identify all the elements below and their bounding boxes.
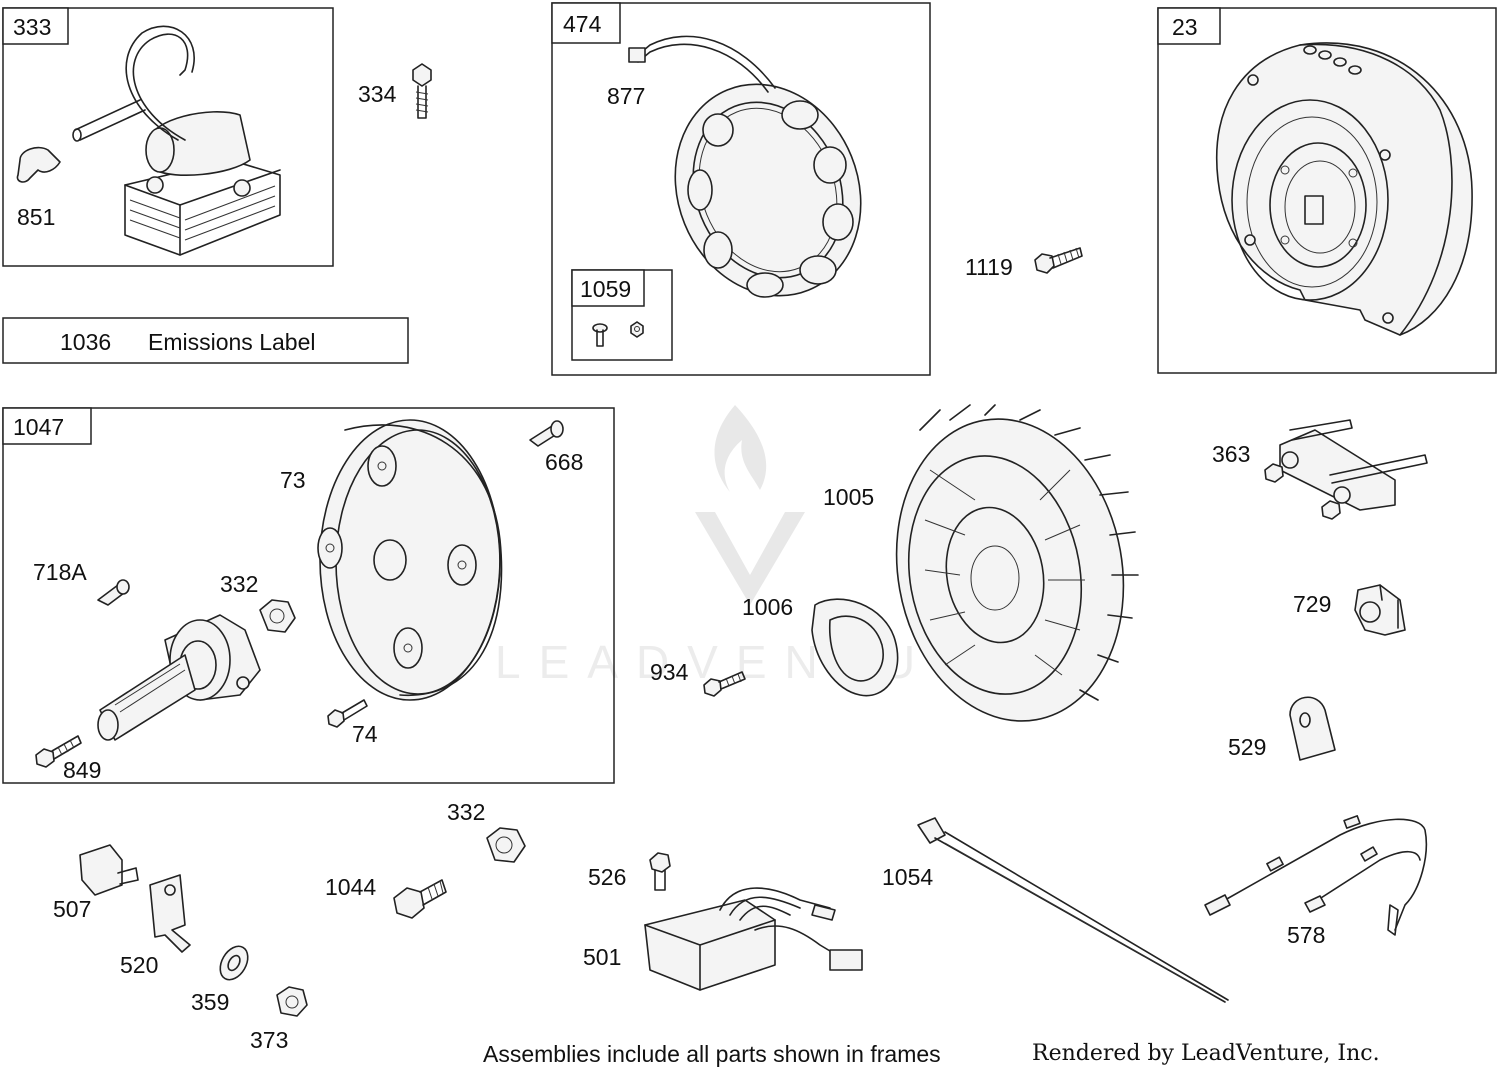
frame-1059-label: 1059 xyxy=(580,276,631,302)
screw-334-icon[interactable] xyxy=(412,63,432,119)
callout-332b: 332 xyxy=(447,799,485,825)
screw-934-icon[interactable] xyxy=(703,671,746,697)
frame-23-label: 23 xyxy=(1172,14,1198,40)
frame-1047-label: 1047 xyxy=(13,414,64,440)
callout-729: 729 xyxy=(1293,591,1331,617)
callout-359: 359 xyxy=(191,989,229,1015)
bracket-bolts-363-icon[interactable] xyxy=(1264,419,1428,520)
frame-1047: 1047 73 668 718A 332 xyxy=(2,407,615,784)
callout-507: 507 xyxy=(53,896,91,922)
callout-526: 526 xyxy=(588,864,626,890)
grommet-529-icon[interactable] xyxy=(1289,696,1336,761)
emissions-label-number: 1036 xyxy=(60,329,111,355)
footer-credit: Rendered by LeadVenture, Inc. xyxy=(1032,1041,1380,1066)
callout-1044: 1044 xyxy=(325,874,376,900)
shaft-assembly-icon[interactable] xyxy=(97,614,261,741)
nut-373-icon[interactable] xyxy=(276,986,308,1017)
callout-520: 520 xyxy=(120,952,158,978)
regulator-501-icon[interactable] xyxy=(644,887,863,991)
callout-668: 668 xyxy=(545,449,583,475)
frame-333-label: 333 xyxy=(13,14,51,40)
screw-74-icon[interactable] xyxy=(327,699,368,728)
stator-icon[interactable] xyxy=(628,35,892,323)
screw-1119-icon[interactable] xyxy=(1034,247,1083,274)
callout-373: 373 xyxy=(250,1027,288,1053)
pin-668-icon[interactable] xyxy=(529,420,564,447)
frame-474-label: 474 xyxy=(563,11,602,37)
terminal-507-icon[interactable] xyxy=(79,844,139,896)
callout-934: 934 xyxy=(650,659,689,685)
callout-718a: 718A xyxy=(33,559,87,585)
callout-1006: 1006 xyxy=(742,594,793,620)
callout-1005: 1005 xyxy=(823,484,874,510)
pin-718a-icon[interactable] xyxy=(97,579,130,606)
bracket-520-icon[interactable] xyxy=(149,874,191,953)
ignition-coil-icon[interactable] xyxy=(72,25,281,256)
cover-plate-73-icon[interactable] xyxy=(317,419,503,701)
screw-526-icon[interactable] xyxy=(649,852,671,891)
callout-578: 578 xyxy=(1287,922,1325,948)
footer-note: Assemblies include all parts shown in fr… xyxy=(483,1041,941,1067)
callout-529: 529 xyxy=(1228,734,1266,760)
callout-501: 501 xyxy=(583,944,621,970)
nut-332b-icon[interactable] xyxy=(486,827,526,863)
callout-332a: 332 xyxy=(220,571,258,597)
emissions-label-text: Emissions Label xyxy=(148,329,315,355)
clip-ring-1006-icon[interactable] xyxy=(811,598,899,697)
screw-and-nut-1059-icon[interactable] xyxy=(592,321,644,347)
frame-333: 333 851 xyxy=(2,7,334,267)
callout-1054: 1054 xyxy=(882,864,933,890)
wire-harness-578-icon[interactable] xyxy=(1204,815,1428,936)
screw-849-icon[interactable] xyxy=(35,735,82,768)
screw-1044-icon[interactable] xyxy=(393,879,447,919)
spark-plug-boot-icon[interactable] xyxy=(16,146,61,183)
flywheel-icon[interactable] xyxy=(1216,42,1473,336)
cable-tie-1054-icon[interactable] xyxy=(917,817,1229,1003)
nut-332-icon[interactable] xyxy=(259,599,296,633)
callout-1119: 1119 xyxy=(965,254,1013,280)
emissions-label-box: 1036 Emissions Label xyxy=(2,317,409,364)
cooling-fan-icon[interactable] xyxy=(873,401,1146,739)
callout-74: 74 xyxy=(352,721,378,747)
callout-849: 849 xyxy=(63,757,101,783)
washer-359-icon[interactable] xyxy=(215,941,254,984)
frame-23: 23 xyxy=(1157,7,1497,374)
callout-851: 851 xyxy=(17,204,55,230)
callout-73: 73 xyxy=(280,467,306,493)
clip-729-icon[interactable] xyxy=(1354,584,1406,636)
callout-877: 877 xyxy=(607,83,645,109)
callout-363: 363 xyxy=(1212,441,1250,467)
callout-334: 334 xyxy=(358,81,397,107)
frame-474: 474 877 1059 xyxy=(551,2,931,376)
